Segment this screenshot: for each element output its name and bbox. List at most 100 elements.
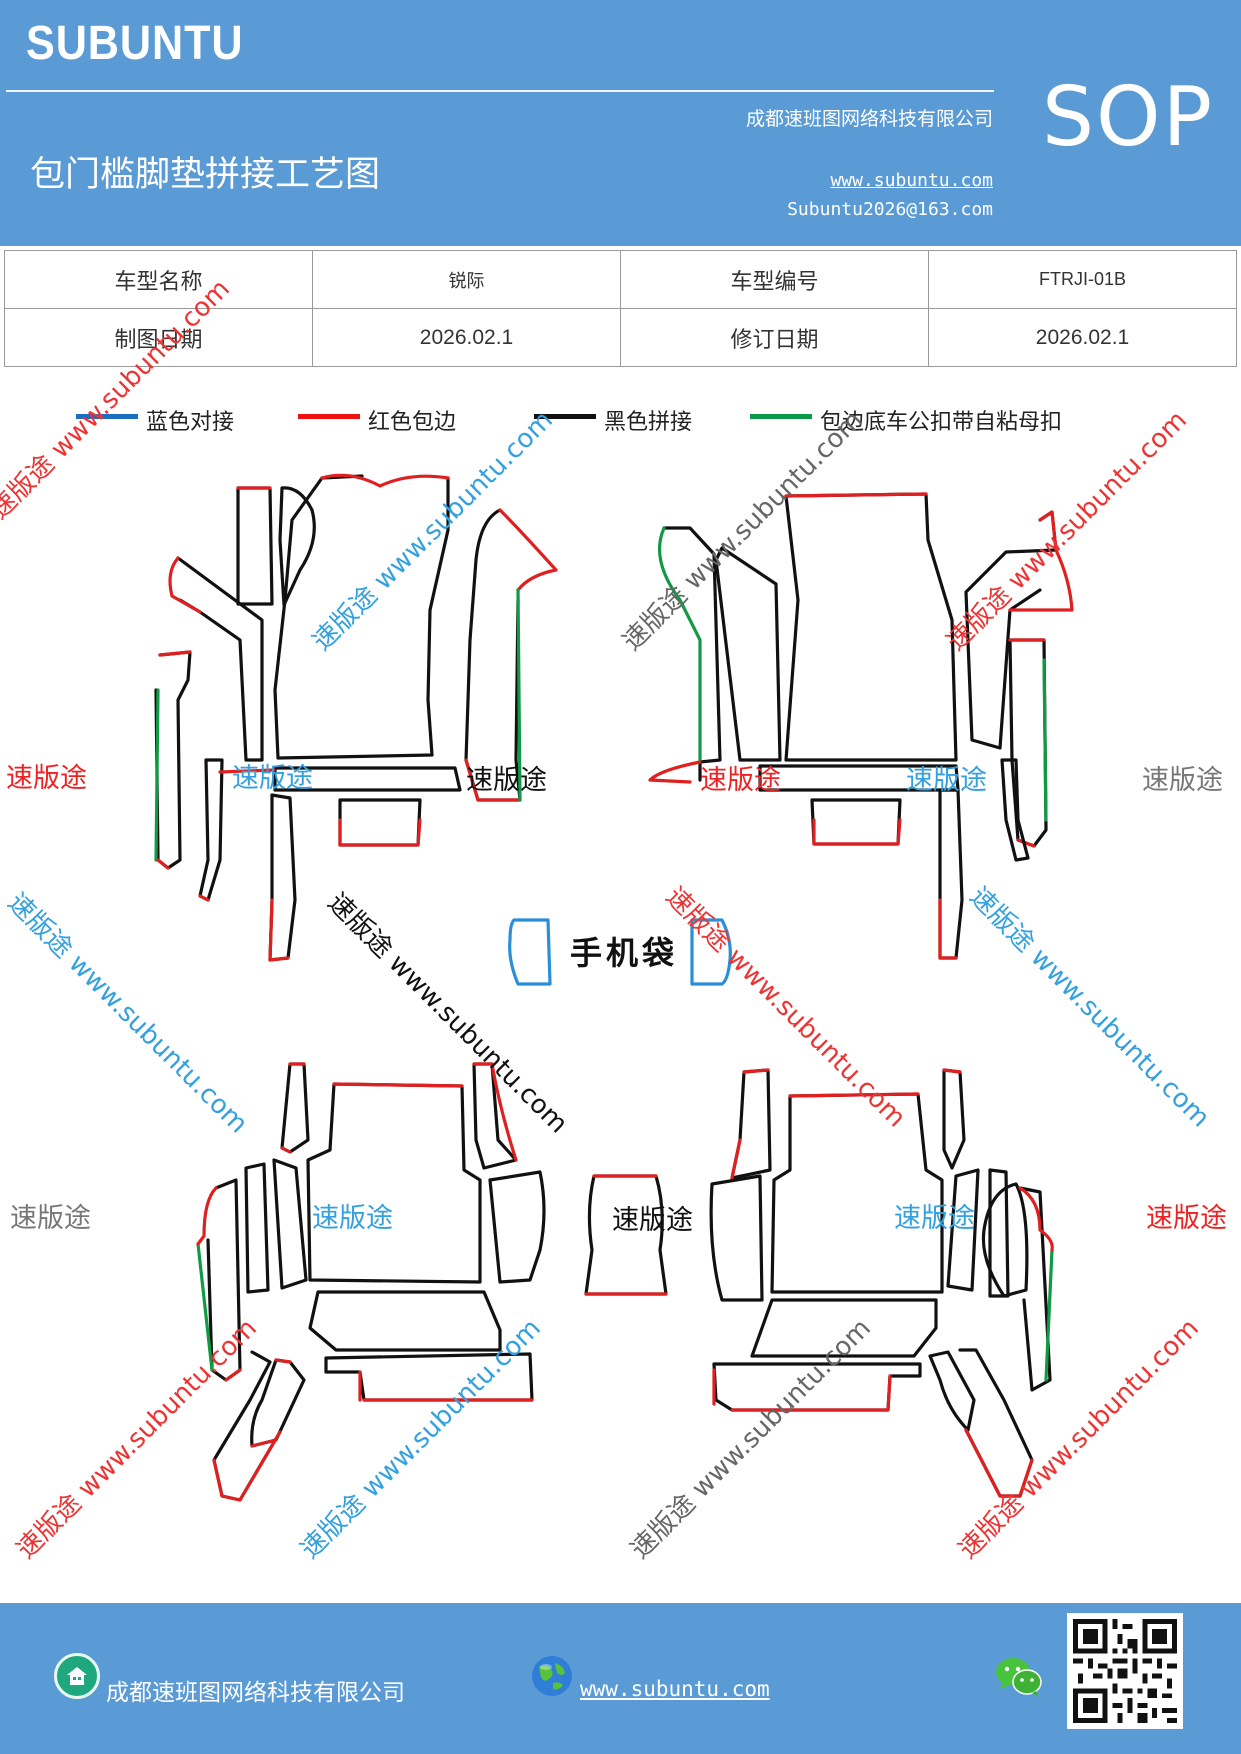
diagonal-link-edge xyxy=(168,556,202,614)
left-piece xyxy=(709,1174,764,1302)
legend-item-black: 黑色拼接 xyxy=(534,400,692,440)
header-divider xyxy=(6,90,994,92)
main-mat-piece xyxy=(770,1092,944,1294)
mark-label: 速版途 xyxy=(232,763,313,794)
tray-piece xyxy=(810,798,902,846)
mark-label: 速版途 xyxy=(466,765,547,796)
draw-date-label: 制图日期 xyxy=(4,308,313,367)
draw-date-value: 2026.02.1 xyxy=(312,308,621,367)
left-upper-piece xyxy=(280,1062,310,1154)
right-side-green xyxy=(516,588,522,802)
page-title: 包门槛脚垫拼接工艺图 xyxy=(30,155,381,195)
seat-piece xyxy=(308,1290,502,1352)
mark-label: 速版途 xyxy=(10,1203,91,1234)
phone-pocket-label: 手机袋 xyxy=(570,934,679,972)
legend-swatch-green xyxy=(750,413,812,419)
left-side-green xyxy=(657,526,702,762)
left-thin-red xyxy=(198,894,210,902)
legend-label: 黑色拼接 xyxy=(604,410,693,435)
qr-code-icon xyxy=(1073,1619,1177,1723)
header-email[interactable]: Subuntu2026@163.com xyxy=(787,199,993,220)
phone-pocket-group xyxy=(508,918,732,986)
right-side-green xyxy=(1044,1248,1054,1382)
legend-swatch-blue xyxy=(76,413,138,419)
mark-label: 速版途 xyxy=(894,1203,975,1234)
right-upper-red xyxy=(472,1062,518,1162)
pattern-drawing: 速版途 速版途 速版途 速版途 速版途 速版途 速版途 速版途 速版途 速版途 … xyxy=(0,274,1241,1600)
wechat-icon[interactable] xyxy=(994,1655,1044,1699)
tray-piece xyxy=(338,798,422,847)
sop-badge: SOP xyxy=(1042,70,1215,165)
rear-right-mat-set xyxy=(709,1068,1054,1498)
right-piece xyxy=(488,1170,546,1284)
mark-label: 速版途 xyxy=(700,765,781,796)
main-mat-piece xyxy=(273,474,450,760)
left-side-green xyxy=(154,688,160,862)
mark-label: 速版途 xyxy=(312,1203,393,1234)
legend-swatch-red xyxy=(298,413,360,419)
model-name-value: 锐际 xyxy=(312,250,621,309)
legend-swatch-black xyxy=(534,413,596,419)
rear-left-mat-set xyxy=(196,1062,546,1502)
qr-code-icon[interactable] xyxy=(1067,1613,1183,1729)
crossbar-piece xyxy=(273,766,462,792)
front-right-mat-set xyxy=(648,492,1074,960)
legend-label: 蓝色对接 xyxy=(146,410,235,435)
revise-date-value: 2026.02.1 xyxy=(928,308,1237,367)
left-upper-red xyxy=(280,1062,306,1154)
left-side-piece xyxy=(154,650,192,870)
left-strip-piece xyxy=(244,1162,270,1294)
footer-website-link[interactable]: www.subuntu.com xyxy=(580,1677,770,1701)
header-company: 成都速班图网络科技有限公司 xyxy=(745,108,993,130)
revise-date-label: 修订日期 xyxy=(620,308,929,367)
left-strip-2 xyxy=(272,1158,308,1290)
globe-icon xyxy=(532,1656,572,1696)
left-upper-piece xyxy=(730,1068,772,1180)
bottom-crossbar xyxy=(324,1352,534,1402)
left-side-red xyxy=(156,650,192,870)
phone-pocket-left xyxy=(508,918,552,986)
legend-item-green: 包边底车公扣带自粘母扣 xyxy=(750,400,1062,440)
home-icon xyxy=(67,1667,87,1685)
bottom-crossbar-red xyxy=(358,1370,534,1402)
right-lower-thin xyxy=(1000,758,1030,862)
bottom-crossbar-red xyxy=(712,1368,892,1412)
mark-label: 速版途 xyxy=(1146,1203,1227,1234)
phone-pocket-right xyxy=(690,918,732,986)
right-side-piece xyxy=(1018,1186,1052,1392)
right-side-green xyxy=(1042,658,1048,822)
tray-red xyxy=(812,818,902,846)
right-strip-1 xyxy=(946,1168,980,1292)
model-name-label: 车型名称 xyxy=(4,250,313,309)
model-code-value: FTRJI-01B xyxy=(928,250,1237,309)
main-mat-piece xyxy=(306,1082,482,1284)
model-code-label: 车型编号 xyxy=(620,250,929,309)
legend-item-blue: 蓝色对接 xyxy=(76,400,234,440)
floor-mat-pattern xyxy=(154,473,1074,1502)
mark-label: 速版途 xyxy=(906,765,987,796)
main-mat-piece xyxy=(784,492,958,762)
legend-label: 包边底车公扣带自粘母扣 xyxy=(820,410,1063,435)
header-banner: SUBUNTU 成都速班图网络科技有限公司 包门槛脚垫拼接工艺图 www.sub… xyxy=(0,0,1241,246)
table-row: 车型名称 锐际 车型编号 FTRJI-01B xyxy=(4,250,1237,309)
table-row: 制图日期 2026.02.1 修订日期 2026.02.1 xyxy=(4,308,1237,367)
main-mat-top-red xyxy=(332,1082,464,1088)
right-side-red xyxy=(1008,638,1046,848)
legend-item-red: 红色包边 xyxy=(298,400,456,440)
bottom-long-red xyxy=(938,898,958,960)
diagonal-piece-red xyxy=(250,1358,292,1448)
home-icon xyxy=(54,1653,100,1699)
long-diag-red xyxy=(964,1428,1034,1498)
center-tunnel-piece-group xyxy=(584,1174,668,1296)
vehicle-info-table: 车型名称 锐际 车型编号 FTRJI-01B 制图日期 2026.02.1 修订… xyxy=(4,250,1237,367)
right-side-red xyxy=(464,508,558,802)
legend-label: 红色包边 xyxy=(368,410,457,435)
left-side-red xyxy=(196,1186,242,1382)
mark-label: 速版途 xyxy=(6,763,87,794)
left-side-piece xyxy=(206,1178,242,1382)
strip-piece xyxy=(714,546,782,762)
footer-bar: 成都速班图网络科技有限公司 www.subuntu.com xyxy=(0,1603,1241,1754)
diagonal-piece xyxy=(250,1358,306,1448)
header-website-link[interactable]: www.subuntu.com xyxy=(830,170,993,191)
main-mat-top-red xyxy=(784,492,928,498)
